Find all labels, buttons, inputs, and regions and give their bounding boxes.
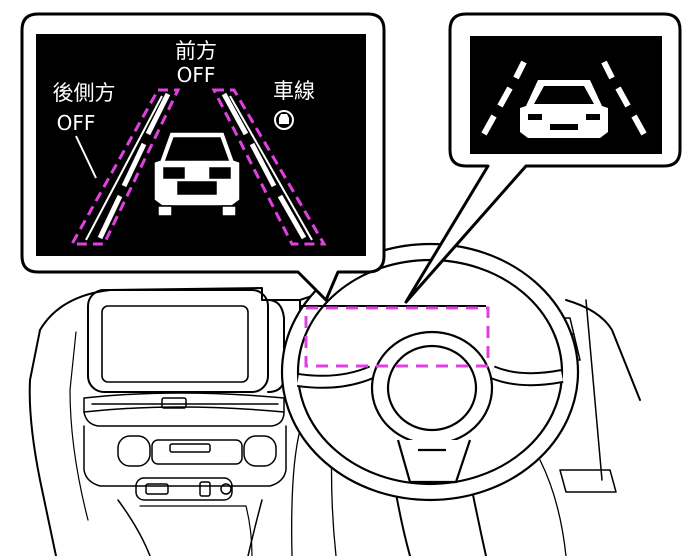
lane-marking-right [211,88,327,246]
center-air-vents [83,392,285,427]
label-rear-side-status: OFF [57,111,96,135]
label-front-status: OFF [177,63,216,87]
meter-display [300,305,490,368]
lane-assist-icon [274,110,294,130]
label-rear-side: 後側方 [53,81,116,105]
center-display [87,289,285,393]
lane-marking-left [69,88,181,246]
callout-right [404,12,682,304]
center-console [83,425,287,556]
car-icon [153,131,241,217]
lane-marking-icon [481,60,647,136]
meter-highlight-frame [304,306,490,368]
label-lane: 車線 [273,79,315,103]
car-front-icon [520,80,608,138]
rear-side-pointer-line [75,135,97,179]
callout-left: 前方 OFF 後側方 OFF 車線 [20,12,386,302]
label-front: 前方 [175,39,217,63]
